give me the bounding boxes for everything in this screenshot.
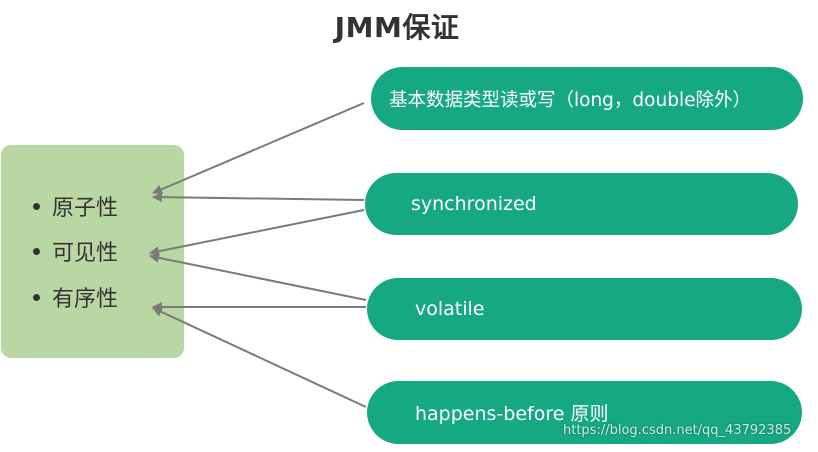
arrow-happens-before-to-ordering bbox=[152, 307, 367, 408]
mechanism-label: 基本数据类型读或写（long，double除外） bbox=[389, 89, 751, 111]
property-visibility: 可见性 bbox=[33, 236, 118, 266]
mechanism-primitive-rw: 基本数据类型读或写（long，double除外） bbox=[371, 67, 803, 130]
property-label: 原子性 bbox=[52, 196, 119, 221]
bullet-icon bbox=[33, 202, 40, 210]
mechanism-synchronized: synchronized bbox=[365, 173, 798, 235]
watermark-url: https://blog.csdn.net/qq_43792385 bbox=[563, 423, 792, 438]
mechanism-volatile: volatile bbox=[367, 278, 802, 340]
property-atomicity: 原子性 bbox=[33, 191, 118, 221]
arrow-primitive-to-atomicity bbox=[152, 102, 365, 195]
diagram-title: JMM保证 bbox=[334, 11, 460, 44]
bullet-icon bbox=[33, 293, 40, 301]
property-ordering: 有序性 bbox=[33, 282, 118, 312]
property-label: 可见性 bbox=[52, 241, 119, 266]
mechanism-label: volatile bbox=[415, 298, 485, 320]
arrow-synchronized-to-atomicity bbox=[152, 192, 365, 203]
bullet-icon bbox=[33, 247, 40, 255]
mechanism-happens-before: happens-before 原则 bbox=[367, 381, 802, 444]
property-box: 原子性 可见性 有序性 bbox=[1, 145, 184, 358]
mechanism-label: happens-before 原则 bbox=[415, 403, 609, 425]
mechanism-label: synchronized bbox=[411, 193, 537, 215]
property-label: 有序性 bbox=[52, 287, 119, 312]
